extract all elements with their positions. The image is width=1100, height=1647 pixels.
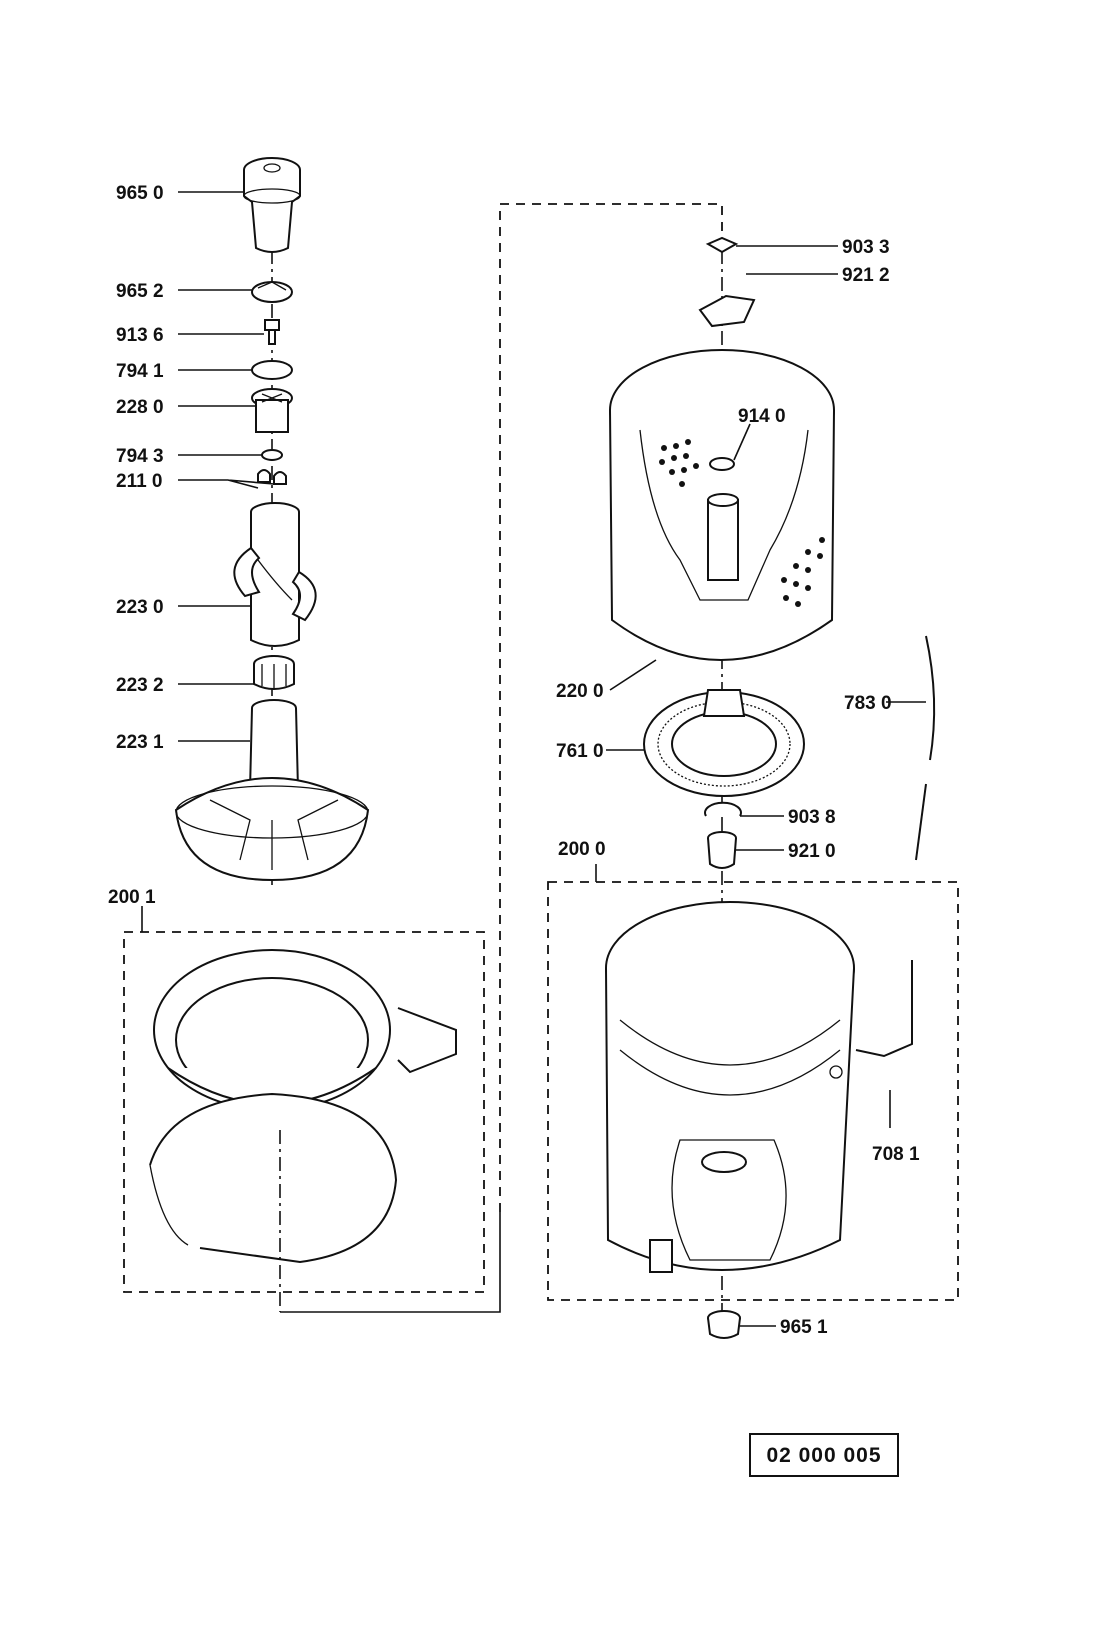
part-clip-top (705, 236, 739, 254)
box-200-1 (123, 931, 485, 1293)
connector-solid (280, 1212, 501, 1313)
drawing-code: 02 000 005 (766, 1444, 881, 1467)
part-hose (915, 635, 936, 861)
part-clips (257, 469, 287, 485)
label-708-1: 708 1 (872, 1144, 920, 1165)
label-965-2: 965 2 (116, 281, 164, 302)
label-211-0: 211 0 (116, 471, 163, 492)
part-small-ring (261, 449, 283, 461)
basket-holes-right (781, 537, 825, 607)
part-labels: 965 0 965 2 913 6 794 1 228 0 794 3 211 … (108, 183, 920, 1338)
label-794-1: 794 1 (116, 361, 164, 382)
label-200-0: 200 0 (558, 839, 606, 860)
part-outer-tub (605, 901, 913, 1273)
part-agitator-base (174, 699, 370, 882)
label-794-3: 794 3 (116, 446, 164, 467)
part-coupler (253, 655, 295, 690)
label-220-0: 220 0 (556, 681, 604, 702)
label-223-2: 223 2 (116, 675, 164, 696)
connector-dashed (499, 203, 723, 1212)
label-783-0: 783 0 (844, 693, 892, 714)
part-agitator-barrel (233, 502, 317, 647)
part-bracket (698, 294, 756, 328)
left-assembly (123, 157, 485, 1312)
drawing-code-box: 02 000 005 (749, 1433, 899, 1477)
label-921-2: 921 2 (842, 265, 890, 286)
part-nut (707, 831, 737, 869)
part-spin-basket (609, 349, 835, 661)
part-drain-plug (707, 1310, 741, 1339)
box-200-0 (547, 881, 959, 1301)
label-913-6: 913 6 (116, 325, 164, 346)
label-228-0: 228 0 (116, 397, 164, 418)
label-223-1: 223 1 (116, 732, 164, 753)
label-914-0: 914 0 (738, 406, 786, 427)
label-965-1: 965 1 (780, 1317, 828, 1338)
part-gear-disc (643, 689, 805, 797)
part-softener-cup (243, 157, 301, 253)
part-cam (251, 388, 293, 433)
label-903-3: 903 3 (842, 237, 890, 258)
label-223-0: 223 0 (116, 597, 164, 618)
label-200-1: 200 1 (108, 887, 156, 908)
label-761-0: 761 0 (556, 741, 604, 762)
right-assembly (547, 236, 959, 1339)
part-outer-tub-ring (149, 949, 457, 1264)
basket-holes-left (659, 439, 699, 487)
label-921-0: 921 0 (788, 841, 836, 862)
label-903-8: 903 8 (788, 807, 836, 828)
leader-lines (141, 191, 926, 1327)
label-965-0: 965 0 (116, 183, 164, 204)
part-bolt (264, 319, 280, 345)
part-o-ring (251, 360, 293, 380)
part-circlip (704, 801, 742, 817)
part-agitator-cap (251, 281, 293, 303)
